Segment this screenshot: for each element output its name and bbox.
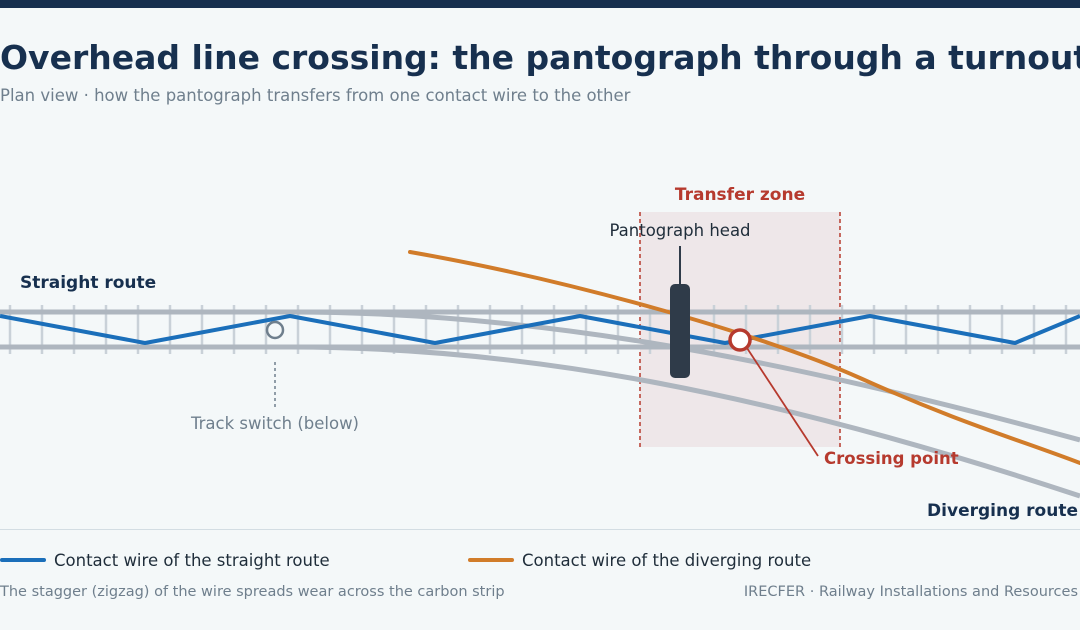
diverging-rail-upper [289, 309, 1080, 443]
footer-note: The stagger (zigzag) of the wire spreads… [0, 584, 505, 600]
pantograph-head [670, 284, 690, 378]
transfer-zone-label: Transfer zone [675, 185, 805, 205]
legend-swatch-straight-wire [0, 558, 46, 562]
legend-divider [0, 529, 1080, 530]
page-subtitle: Plan view · how the pantograph transfers… [0, 86, 631, 105]
legend-label-straight-wire: Contact wire of the straight route [54, 550, 330, 570]
crossing-point-marker [728, 328, 752, 352]
track-switch-label: Track switch (below) [190, 414, 359, 433]
legend-item-straight-wire: Contact wire of the straight route [0, 549, 330, 571]
page-title: Overhead line crossing: the pantograph t… [0, 38, 1080, 77]
pantograph-head-label: Pantograph head [609, 221, 750, 240]
diverging-contact-wire [408, 250, 1080, 465]
straight-contact-wire [0, 314, 1080, 345]
straight-route-label: Straight route [20, 273, 156, 293]
diverging-route-label: Diverging route [927, 501, 1078, 521]
track-switch-marker [265, 320, 285, 340]
crossing-point-leader-line [744, 344, 819, 457]
legend-swatch-diverging-wire [468, 558, 514, 562]
crossing-point-label: Crossing point [824, 449, 959, 468]
footer-credit: IRECFER · Railway Installations and Reso… [743, 584, 1078, 600]
legend-label-diverging-wire: Contact wire of the diverging route [522, 550, 812, 570]
diverging-rail-lower [289, 344, 1080, 499]
turnout-diagram: Transfer zone Pantograph head Straight r… [0, 185, 1080, 521]
legend-item-diverging-wire: Contact wire of the diverging route [468, 549, 811, 571]
top-accent-bar [0, 0, 1080, 8]
